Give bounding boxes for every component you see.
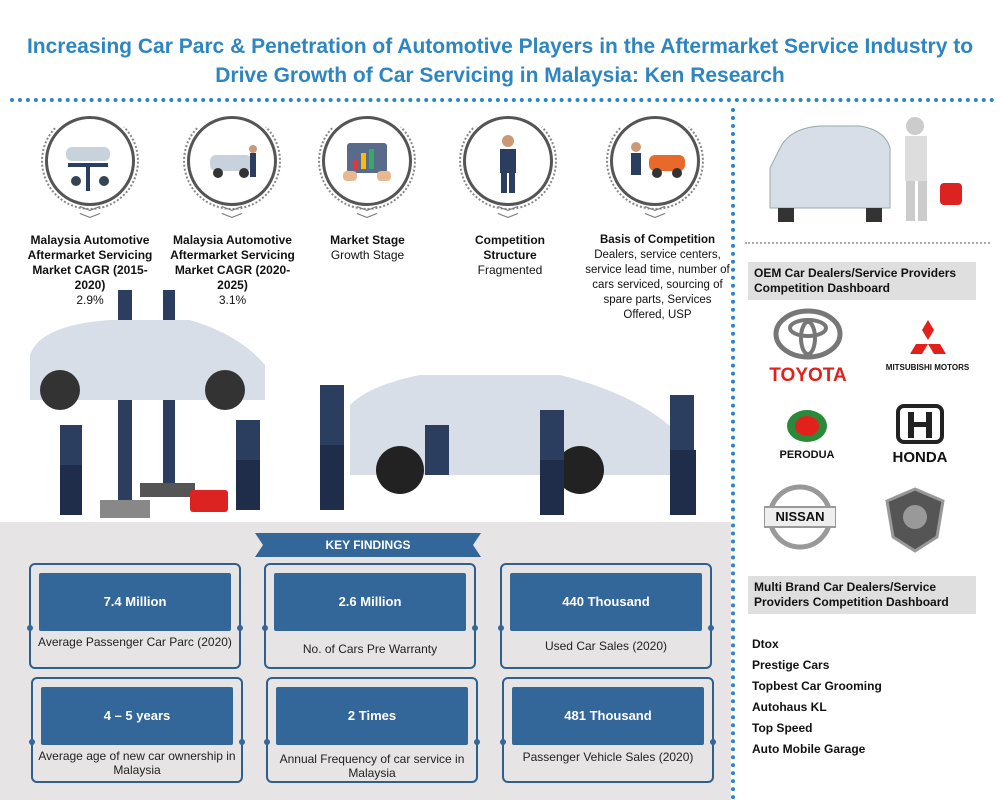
proton-logo xyxy=(885,487,945,558)
metric-cagr-2020-2025: Malaysia Automotive Aftermarket Servicin… xyxy=(170,233,295,307)
chevron-down-icon: ﹀﹀ xyxy=(496,205,520,228)
page-title: Increasing Car Parc & Penetration of Aut… xyxy=(26,35,974,87)
list-item: Topbest Car Grooming xyxy=(752,679,882,693)
car-lift-icon xyxy=(41,112,139,210)
divider xyxy=(731,108,735,800)
list-item: Autohaus KL xyxy=(752,700,827,714)
multi-brand-dashboard-heading: Multi Brand Car Dealers/Service Provider… xyxy=(748,576,976,614)
growth-chart-icon xyxy=(318,112,416,210)
list-item: Top Speed xyxy=(752,721,813,735)
metric-cagr-2015-2020: Malaysia Automotive Aftermarket Servicin… xyxy=(27,233,153,307)
chevron-down-icon: ﹀﹀ xyxy=(643,205,667,228)
car-painting-illustration xyxy=(769,117,962,222)
mechanic-icon xyxy=(459,112,557,210)
mitsubishi-logo: MITSUBISHI MOTORS xyxy=(880,320,975,372)
mechanics-illustration xyxy=(30,290,696,518)
list-item: Auto Mobile Garage xyxy=(752,742,866,756)
list-item: Dtox xyxy=(752,637,779,651)
list-item: Prestige Cars xyxy=(752,658,830,672)
toyota-logo: TOYOTA xyxy=(758,308,858,387)
car-repair-icon xyxy=(183,112,281,210)
oem-dashboard-heading: OEM Car Dealers/Service Providers Compet… xyxy=(748,262,976,300)
divider xyxy=(10,98,995,102)
chevron-down-icon: ﹀﹀ xyxy=(220,205,244,228)
honda-logo: HONDA xyxy=(870,404,970,466)
chevron-down-icon: ﹀﹀ xyxy=(78,205,102,228)
nissan-logo: NISSAN xyxy=(760,484,840,550)
divider xyxy=(745,242,990,244)
mechanics-car-icon xyxy=(606,112,704,210)
key-findings-banner: KEY FINDINGS xyxy=(255,533,481,557)
perodua-logo: PERODUA xyxy=(762,408,852,461)
chevron-down-icon: ﹀﹀ xyxy=(355,205,379,228)
key-findings-section xyxy=(0,522,731,800)
